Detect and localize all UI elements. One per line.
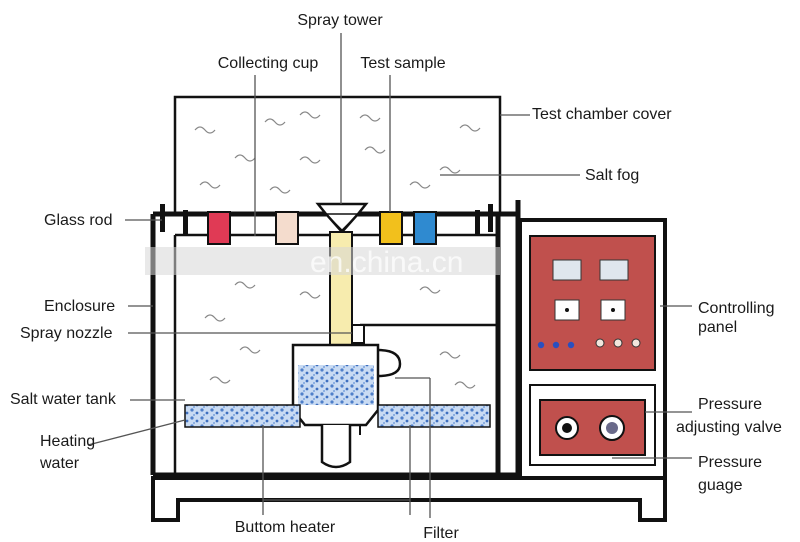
label-pressure-guage-line1: Pressure <box>698 454 762 471</box>
label-heating-water-line1: Heating <box>40 433 95 450</box>
salt-water-tube <box>320 425 352 469</box>
leader-lines <box>87 33 692 518</box>
label-test-sample: Test sample <box>360 55 445 72</box>
test-chamber-cover <box>173 95 502 216</box>
reservoir-water <box>298 365 374 405</box>
controlling-panel <box>529 235 656 371</box>
label-filter: Filter <box>423 525 459 542</box>
label-pressure-adjusting-valve-line1: Pressure <box>698 396 762 413</box>
spray-tower-funnel <box>315 202 369 234</box>
base-stand <box>151 476 667 522</box>
label-pressure-guage-line2: guage <box>698 477 743 494</box>
label-enclosure: Enclosure <box>44 298 115 315</box>
test-sample-yellow <box>379 211 403 245</box>
label-buttom-heater: Buttom heater <box>235 519 336 536</box>
label-spray-nozzle: Spray nozzle <box>20 325 113 342</box>
label-controlling-panel-line2: panel <box>698 319 737 336</box>
heating-water-right <box>377 404 491 428</box>
panel-display-right <box>599 259 629 281</box>
glass-rod-posts <box>160 204 493 234</box>
label-test-chamber-cover: Test chamber cover <box>532 106 672 123</box>
label-heating-water-line2: water <box>39 455 80 472</box>
watermark: en.china.cn <box>310 246 463 279</box>
panel-display-left <box>552 259 582 281</box>
reservoir-handle <box>377 348 402 378</box>
label-controlling-panel-line1: Controlling <box>698 300 774 317</box>
spray-nozzle <box>351 324 365 344</box>
heating-water-left <box>184 404 301 428</box>
label-pressure-adjusting-valve-line2: adjusting valve <box>676 419 782 436</box>
label-collecting-cup: Collecting cup <box>218 55 319 72</box>
test-sample-blue <box>413 211 437 245</box>
salt-fog-squiggles <box>194 111 481 389</box>
panel-buttons <box>537 338 641 349</box>
label-glass-rod: Glass rod <box>44 212 112 229</box>
label-salt-water-tank: Salt water tank <box>10 391 117 408</box>
test-sample-red <box>207 211 231 245</box>
label-spray-tower: Spray tower <box>297 12 383 29</box>
test-sample-pink <box>275 211 299 245</box>
label-salt-fog: Salt fog <box>585 167 639 184</box>
watermark-band <box>145 247 500 275</box>
